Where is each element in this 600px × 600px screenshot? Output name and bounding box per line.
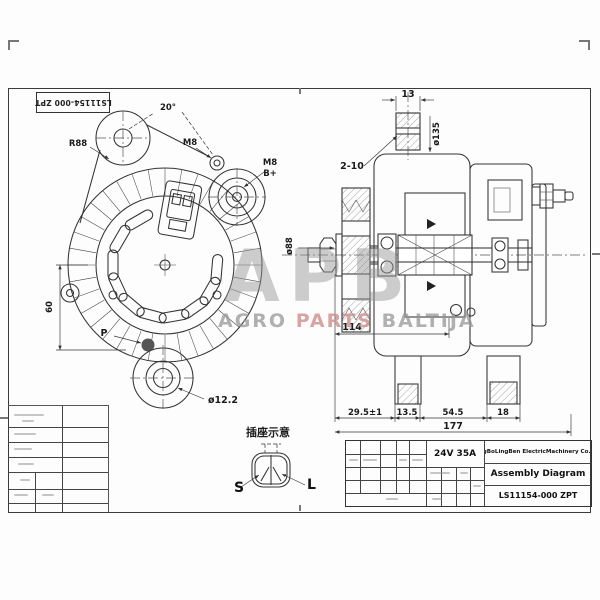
illegible-text: [430, 472, 450, 474]
illegible-text: [460, 472, 468, 474]
pulley: [341, 187, 371, 333]
terminal-label-bplus: B+: [263, 169, 277, 179]
dim-13-5: 13.5: [397, 408, 418, 418]
bottom-mounting-lugs: [394, 355, 521, 405]
rotor: [397, 234, 473, 276]
bolt-label-right: M8: [263, 158, 277, 168]
shaft: [369, 247, 533, 263]
corner-part-number-box: LS11154-000 ZPT: [35, 92, 111, 113]
dim-shaft-dia: ø12.2: [208, 395, 238, 406]
slip-ring: [517, 239, 529, 271]
socket-schematic: 插座示意 S L: [234, 425, 316, 496]
top-mounting-lug: [395, 112, 421, 151]
dim-angle: 20°: [160, 103, 176, 113]
brush-holder: [487, 179, 523, 221]
document-title: Assembly Diagram: [490, 469, 586, 479]
illegible-text: [22, 420, 34, 422]
dim-height-60: 60: [45, 301, 55, 313]
dim-29-5: 29.5±1: [348, 408, 382, 418]
edge-centering-mark: [592, 253, 600, 255]
section-view-drawing: 13 ø135 2-10 ø88 114 29.5±1 13.5 54.5 18…: [282, 89, 585, 436]
illegible-text: [14, 494, 28, 496]
terminal-stud: [531, 183, 574, 209]
front-bearing: [377, 233, 397, 277]
dim-dia88: ø88: [285, 237, 295, 255]
corner-tick: [588, 40, 590, 50]
front-view-drawing: 20° R88 M8 M8 B+ P 60 ø12.2: [45, 103, 277, 411]
rating-value: 24V 35A: [433, 449, 477, 459]
illegible-text: [14, 448, 32, 450]
illegible-text: [399, 459, 407, 461]
stator-winding-bottom: [404, 274, 466, 318]
revision-table: [8, 405, 109, 512]
illegible-text: [14, 414, 44, 416]
illegible-text: [18, 463, 34, 465]
illegible-text: [473, 485, 481, 487]
dim-54-5: 54.5: [443, 408, 464, 418]
illegible-text: [14, 433, 36, 435]
illegible-text: [412, 459, 423, 461]
edge-centering-mark: [0, 417, 8, 419]
corner-tick: [8, 40, 19, 42]
section-marker: [427, 219, 436, 229]
p-terminal-bolt: [141, 338, 155, 352]
dim-114: 114: [342, 322, 362, 333]
connector-block: [157, 180, 203, 240]
dim-13: 13: [401, 89, 414, 100]
corner-tick: [579, 40, 590, 42]
edge-centering-mark: [299, 505, 301, 511]
title-block: 24V 35A NingBoLingBen ElectricMachinery …: [345, 440, 592, 507]
dim-2-10: 2-10: [340, 161, 364, 172]
socket-pin-l: L: [307, 477, 316, 493]
illegible-text: [363, 459, 377, 461]
illegible-text: [20, 479, 30, 481]
terminal-label-p: P: [101, 328, 108, 339]
illegible-text: [42, 494, 54, 496]
stator-winding-top: [404, 192, 466, 236]
illegible-text: [432, 498, 442, 500]
corner-tick: [8, 40, 10, 50]
vent-slots: [107, 209, 224, 324]
dim-radius: R88: [69, 139, 87, 149]
dim-177: 177: [443, 421, 463, 432]
company-name: NingBoLingBen ElectricMachinery Co.,LTD: [485, 449, 591, 455]
edge-centering-mark: [299, 88, 301, 94]
part-number: LS11154-000 ZPT: [498, 491, 578, 500]
socket-title: 插座示意: [246, 425, 290, 439]
bolt-label-top: M8: [183, 138, 197, 148]
section-marker: [427, 281, 436, 291]
dim-dia135: ø135: [432, 122, 442, 146]
dim-18: 18: [497, 408, 509, 418]
illegible-text: [349, 459, 358, 461]
rear-bearing: [491, 237, 509, 273]
illegible-text: [386, 498, 398, 500]
socket-pin-s: S: [234, 480, 244, 496]
